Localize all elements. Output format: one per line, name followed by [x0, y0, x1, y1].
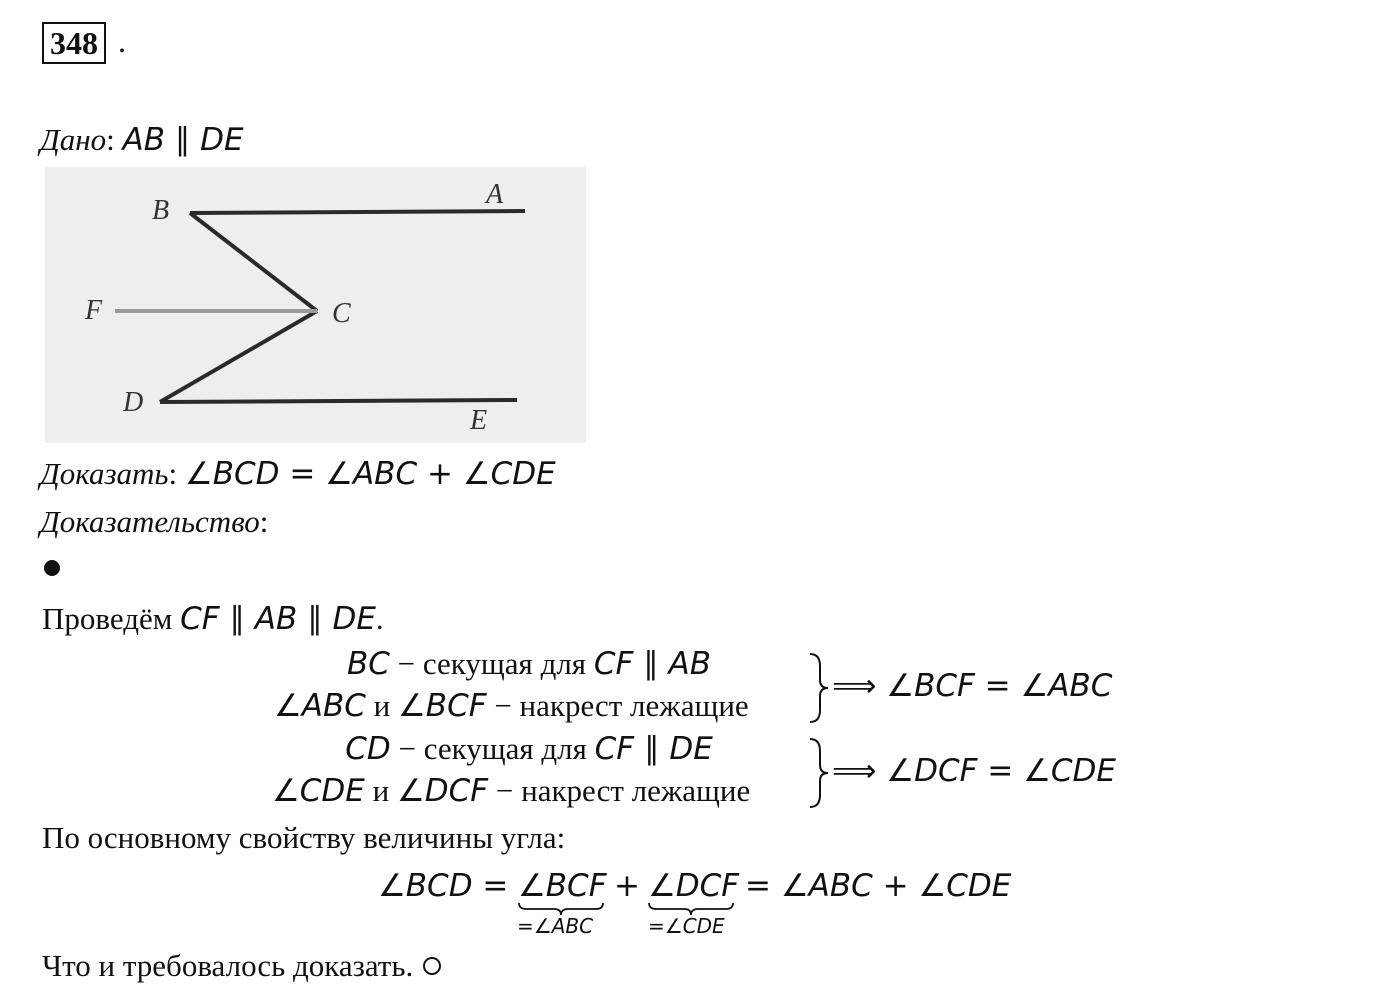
block1-result: ⟹ ∠BCF = ∠ABC [832, 668, 1113, 704]
step-draw-parallel: Проведём CF ∥ AB ∥ DE. [42, 601, 384, 637]
final-eq-rhs: = ∠ABC + ∠CDE [745, 868, 1012, 904]
label-f: F [84, 295, 103, 326]
proof-label: Доказательство [40, 504, 260, 539]
conclusion-line: Что и требовалось доказать. [42, 948, 442, 984]
conclusion-text: Что и требовалось доказать. [42, 948, 414, 983]
underbrace-2-label: =∠CDE [648, 914, 725, 938]
block1-brace [809, 653, 829, 723]
bullet-point [44, 560, 60, 576]
block2-result: ⟹ ∠DCF = ∠CDE [832, 753, 1117, 789]
proof-heading: Доказательство: [40, 504, 269, 539]
block1-line2: ∠ABC и ∠BCF − накрест лежащие [274, 688, 749, 724]
label-a: A [484, 179, 504, 210]
block2-line1: CD − секущая для CF ∥ DE [345, 731, 713, 767]
prove-formula: ∠BCD = ∠ABC + ∠CDE [184, 456, 556, 492]
end-of-proof-circle-icon [423, 956, 442, 975]
given-formula: AB ∥ DE [122, 122, 244, 158]
segment-bc [188, 211, 319, 313]
property-text: По основному свойству величины угла: [42, 820, 566, 855]
underbrace-1 [518, 902, 604, 916]
block1-line1: BC − секущая для CF ∥ AB [347, 646, 711, 682]
step1-formula: CF ∥ AB ∥ DE [180, 601, 376, 637]
figure-svg: B A F C D E [84, 179, 526, 436]
given-label: Дано [40, 122, 107, 157]
underbrace-1-label: =∠ABC [517, 914, 594, 938]
label-c: C [332, 298, 351, 329]
final-eq-lhs: ∠BCD = [378, 868, 509, 904]
segment-de [159, 398, 518, 404]
block2-brace [809, 738, 829, 808]
prove-line: Доказать: ∠BCD = ∠ABC + ∠CDE [40, 456, 556, 492]
label-d: D [122, 387, 143, 418]
final-eq-term2: ∠DCF [648, 868, 740, 904]
final-eq-term1: ∠BCF [518, 868, 607, 904]
final-eq-plus: + [614, 868, 640, 904]
label-b: B [152, 195, 169, 226]
given-line: Дано: AB ∥ DE [40, 122, 244, 158]
segment-ba [189, 209, 526, 215]
segment-cd [158, 309, 319, 404]
geometry-figure: B A F C D E [45, 167, 586, 443]
problem-number: 348 [42, 22, 106, 64]
step1-text: Проведём [42, 601, 173, 636]
prove-label: Доказать [40, 456, 169, 491]
label-e: E [469, 405, 487, 436]
block2-line2: ∠CDE и ∠DCF − накрест лежащие [272, 773, 751, 809]
underbrace-2 [648, 902, 734, 916]
problem-number-dot: . [118, 23, 126, 59]
